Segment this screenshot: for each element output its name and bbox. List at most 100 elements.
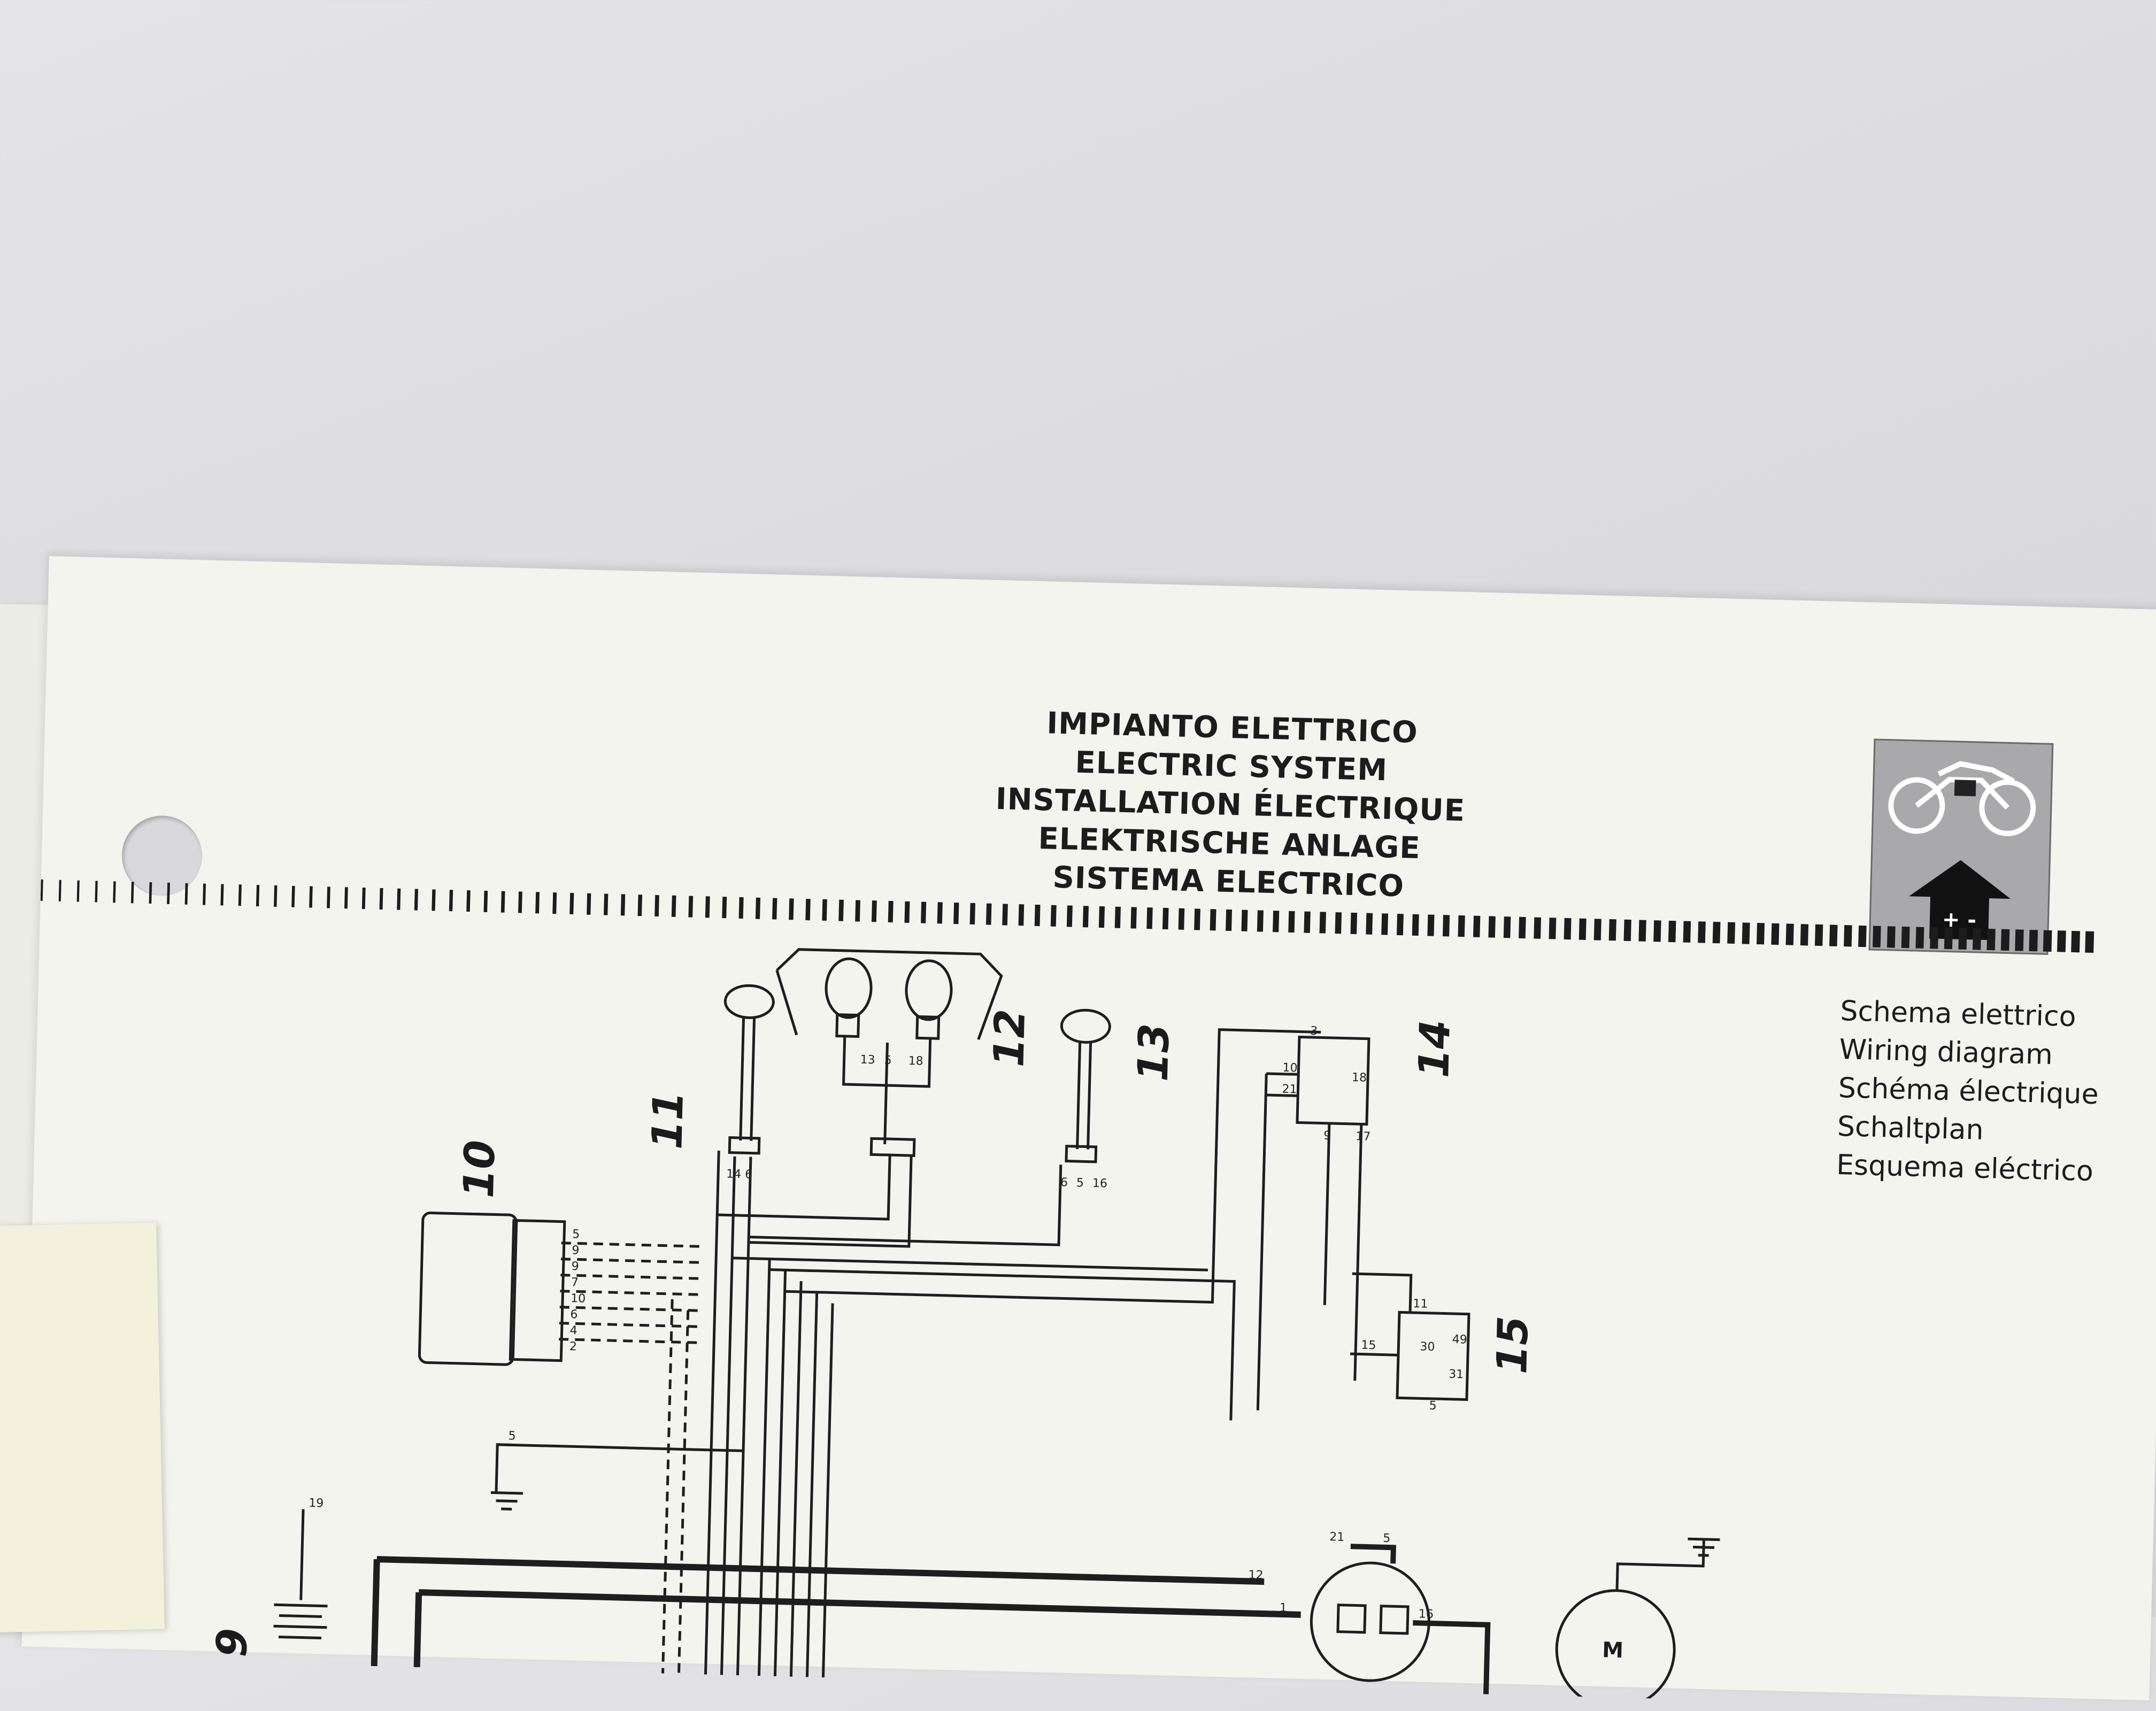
ground-icon bbox=[490, 1443, 523, 1510]
tick-mark bbox=[95, 881, 98, 903]
tick-mark bbox=[822, 899, 827, 921]
tick-mark bbox=[552, 892, 557, 914]
lamp-13-icon bbox=[1060, 1008, 1111, 1044]
tick-mark bbox=[1727, 922, 1736, 944]
motorcycle-battery-icon: + - bbox=[1868, 738, 2054, 955]
tick-mark bbox=[969, 903, 975, 925]
tick-mark bbox=[1901, 926, 1910, 949]
pin-label: 19 bbox=[309, 1497, 324, 1510]
tick-mark bbox=[238, 884, 242, 906]
pin-label: 3 bbox=[1310, 1024, 1318, 1038]
pin-label: 5 bbox=[572, 1228, 580, 1241]
tick-mark bbox=[58, 880, 61, 901]
tick-mark bbox=[1785, 923, 1794, 945]
caption-es: Esquema eléctrico bbox=[1836, 1149, 2094, 1188]
page-title: IMPIANTO ELETTRICO ELECTRIC SYSTEM INSTA… bbox=[961, 702, 1500, 908]
tick-mark bbox=[1944, 927, 1953, 950]
component-number-13: 13 bbox=[1129, 1023, 1179, 1082]
pin-label: 17 bbox=[1356, 1130, 1371, 1144]
tick-mark bbox=[344, 887, 348, 909]
tick-mark bbox=[1162, 907, 1169, 930]
pin-label: 6 bbox=[745, 1168, 753, 1181]
tick-mark bbox=[2000, 929, 2010, 951]
pin-label: 6 bbox=[570, 1308, 578, 1321]
lamp-11-icon bbox=[723, 984, 775, 1019]
tick-mark bbox=[291, 885, 295, 907]
tick-mark bbox=[855, 900, 860, 922]
tick-mark bbox=[1050, 905, 1057, 927]
pin-label: 21 bbox=[1329, 1530, 1345, 1544]
tick-mark bbox=[1018, 904, 1025, 926]
tick-mark bbox=[1178, 908, 1185, 930]
tick-mark bbox=[569, 892, 574, 915]
tick-mark bbox=[2071, 930, 2080, 953]
caption-en: Wiring diagram bbox=[1838, 1034, 2053, 1072]
tick-mark bbox=[1915, 927, 1924, 949]
tick-mark bbox=[1210, 909, 1216, 931]
pin-label: 11 bbox=[1413, 1297, 1428, 1311]
tick-mark bbox=[1829, 924, 1838, 946]
tick-mark bbox=[1226, 909, 1233, 931]
pin-label: 5 bbox=[1076, 1176, 1084, 1190]
tick-mark bbox=[518, 891, 522, 913]
pin-label: 14 bbox=[726, 1167, 742, 1181]
pin-label: 9 bbox=[571, 1260, 579, 1273]
tick-mark bbox=[2015, 929, 2024, 951]
tick-mark bbox=[1488, 916, 1496, 938]
tick-mark bbox=[688, 896, 694, 918]
pin-label: 1 bbox=[1280, 1601, 1288, 1615]
tick-mark bbox=[1886, 926, 1896, 948]
tick-mark bbox=[1396, 914, 1404, 936]
tick-mark bbox=[1273, 911, 1280, 932]
tick-mark bbox=[1098, 906, 1105, 928]
tick-mark bbox=[1442, 915, 1450, 937]
wiring-diagram: 10 11 12 13 14 15 9 13 5 18 14 6 6 5 16 … bbox=[208, 948, 1720, 1702]
caption-fr: Schéma électrique bbox=[1838, 1072, 2099, 1111]
tick-mark bbox=[671, 895, 676, 917]
component-number-11: 11 bbox=[643, 1091, 693, 1150]
tick-mark bbox=[1066, 905, 1073, 927]
ignition-switch bbox=[1310, 1561, 1430, 1682]
tick-mark bbox=[1146, 907, 1153, 929]
pin-label: 18 bbox=[908, 1054, 923, 1068]
pin-label: 16 bbox=[1092, 1177, 1108, 1191]
caption-it: Schema elettrico bbox=[1839, 995, 2077, 1034]
tick-mark bbox=[1381, 913, 1389, 935]
tick-mark bbox=[1608, 919, 1616, 941]
tick-mark bbox=[937, 902, 943, 924]
tick-mark bbox=[483, 890, 488, 912]
tick-mark bbox=[449, 890, 453, 912]
tick-mark bbox=[1412, 914, 1419, 936]
tick-mark bbox=[1458, 915, 1465, 937]
tick-mark bbox=[130, 882, 134, 904]
relay-14 bbox=[1296, 1035, 1370, 1126]
tick-mark bbox=[466, 890, 471, 912]
overlapping-card bbox=[0, 1222, 165, 1633]
tick-mark bbox=[40, 879, 43, 901]
tick-mark bbox=[1593, 919, 1601, 941]
pin-label: 49 bbox=[1452, 1333, 1467, 1347]
tick-mark bbox=[1712, 921, 1721, 944]
tick-mark bbox=[1335, 912, 1342, 934]
tick-mark bbox=[1668, 920, 1676, 943]
pin-label: 21 bbox=[1282, 1083, 1297, 1097]
tick-mark bbox=[1844, 925, 1852, 947]
tick-mark bbox=[1698, 921, 1706, 943]
tick-mark bbox=[1972, 928, 1982, 950]
bulb-icon bbox=[825, 957, 873, 1019]
tick-mark bbox=[1623, 919, 1631, 942]
tick-mark bbox=[1304, 911, 1311, 933]
tick-mark bbox=[738, 897, 744, 919]
motor-label: M bbox=[1602, 1638, 1624, 1663]
component-number-10: 10 bbox=[455, 1139, 505, 1199]
regulator-10 bbox=[418, 1211, 518, 1366]
tick-mark bbox=[76, 880, 80, 902]
tick-mark bbox=[203, 883, 206, 905]
tick-mark bbox=[1578, 918, 1587, 940]
tick-mark bbox=[113, 881, 116, 903]
component-number-12: 12 bbox=[985, 1008, 1035, 1068]
tick-mark bbox=[637, 895, 643, 916]
tick-mark bbox=[2085, 931, 2095, 953]
tick-mark bbox=[397, 888, 401, 910]
tick-mark bbox=[789, 898, 794, 920]
